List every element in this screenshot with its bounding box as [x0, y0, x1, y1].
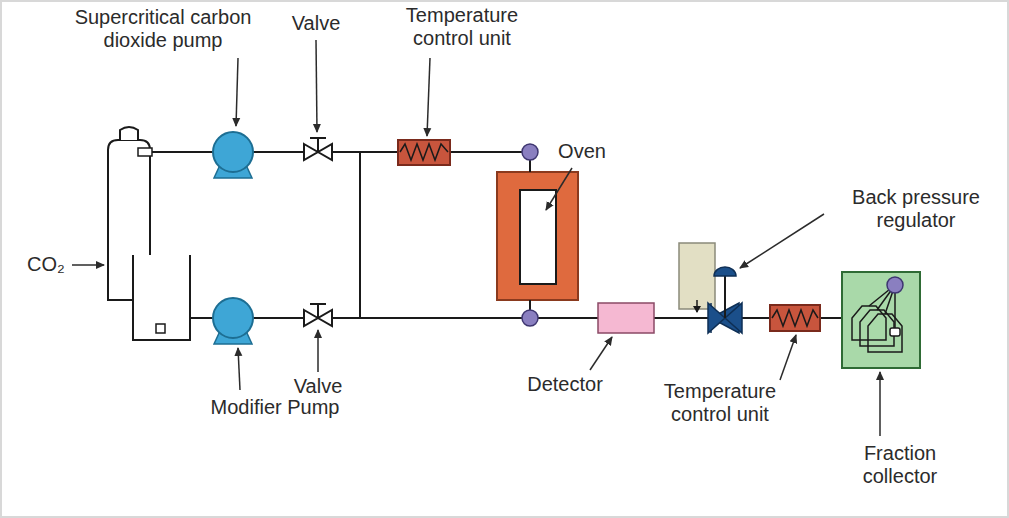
heater-symbol	[398, 140, 450, 165]
detector-box	[598, 303, 654, 333]
fraction-collector	[842, 272, 920, 368]
part-label: Valve	[278, 375, 358, 398]
valve-symbol	[304, 138, 332, 160]
connector-dot	[522, 144, 538, 160]
part-label: Valve	[276, 12, 356, 35]
part-label: Temperature control unit	[645, 380, 795, 426]
oven	[497, 172, 578, 300]
part-label: Temperature control unit	[387, 4, 537, 50]
part-label: Detector	[515, 373, 615, 396]
pipes	[150, 152, 842, 326]
part-label: Supercritical carbon dioxide pump	[58, 6, 268, 52]
column-link	[529, 160, 531, 310]
modifier-reservoir	[133, 255, 190, 340]
part-label: Fraction collector	[845, 442, 955, 488]
heater-symbol	[770, 305, 820, 331]
leader-arrows	[72, 40, 880, 436]
part-label: Oven	[547, 140, 617, 163]
part-label: CO₂	[16, 253, 76, 276]
connector-dot	[522, 310, 538, 326]
part-label: Back pressure regulator	[829, 186, 1004, 232]
valve-symbol	[304, 304, 332, 326]
co2-pump-symbol	[213, 132, 253, 178]
part-label: Modifier Pump	[190, 396, 360, 419]
modifier-pump-symbol	[213, 298, 253, 344]
back-pressure-regulator	[679, 243, 742, 333]
